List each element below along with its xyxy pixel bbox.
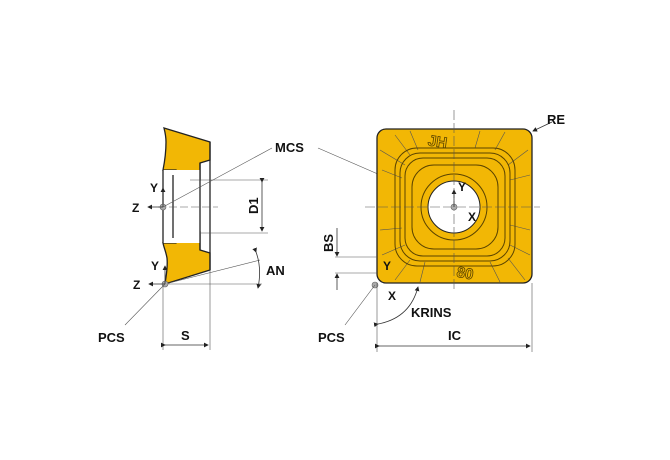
ic-label: IC bbox=[448, 328, 462, 343]
top-view: JH 80 Y X Y X PCS BS KRINS IC RE bbox=[318, 110, 565, 352]
re-label: RE bbox=[547, 112, 565, 127]
brand-embossing: JH bbox=[427, 132, 448, 152]
krins-label: KRINS bbox=[411, 305, 452, 320]
pcs-label-right: PCS bbox=[318, 330, 345, 345]
s-label: S bbox=[181, 328, 190, 343]
axis-y-mcs-side: Y bbox=[150, 181, 158, 195]
d1-label: D1 bbox=[246, 197, 261, 214]
bs-label: BS bbox=[321, 234, 336, 252]
side-hole bbox=[163, 170, 200, 243]
axis-y-pcs-side: Y bbox=[151, 259, 159, 273]
axis-x-pcs-top: X bbox=[388, 289, 396, 303]
axis-y-pcs-top: Y bbox=[383, 259, 391, 273]
angle-embossing: 80 bbox=[455, 264, 474, 284]
side-view: D1 AN S Y Z Y Z PCS bbox=[98, 127, 285, 350]
axis-x-mcs-top: X bbox=[468, 210, 476, 224]
an-label: AN bbox=[266, 263, 285, 278]
pcs-label-left: PCS bbox=[98, 330, 125, 345]
axis-z-pcs-side: Z bbox=[133, 278, 140, 292]
axis-z-mcs-side: Z bbox=[132, 201, 139, 215]
axis-y-mcs-top: Y bbox=[458, 180, 466, 194]
mcs-label: MCS bbox=[275, 140, 304, 155]
